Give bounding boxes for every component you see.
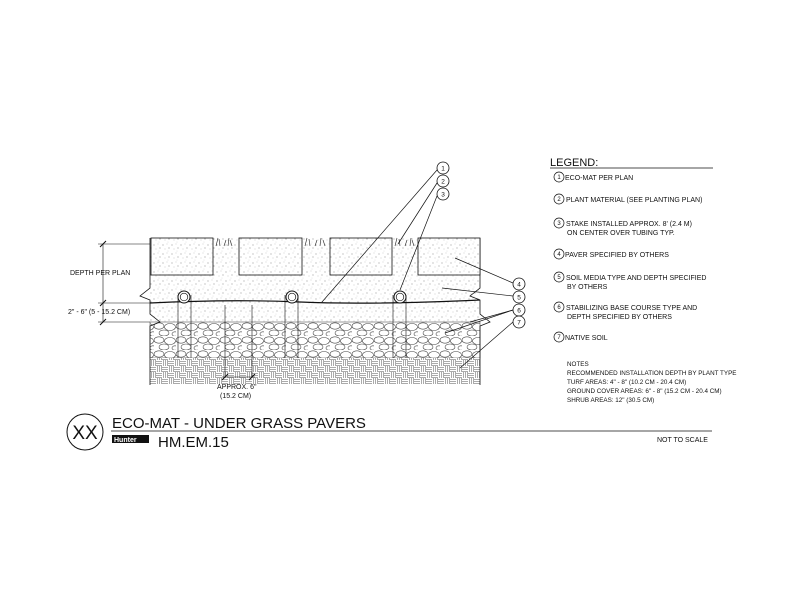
detail-title: ECO-MAT - UNDER GRASS PAVERS [112, 415, 366, 432]
notes: NOTES RECOMMENDED INSTALLATION DEPTH BY … [567, 361, 736, 404]
scale-note: NOT TO SCALE [657, 437, 708, 444]
legend-item-2: PLANT MATERIAL (SEE PLANTING PLAN) [566, 197, 702, 204]
svg-text:7: 7 [557, 335, 561, 341]
svg-text:6: 6 [557, 305, 561, 311]
grass-icon [215, 237, 415, 247]
legend-item-7: NATIVE SOIL [565, 335, 608, 342]
left-break-line [139, 238, 161, 385]
legend: LEGEND: 1 2 3 4 5 6 7 ECO-MAT PER PLAN PLAN… [550, 157, 713, 343]
svg-text:4: 4 [557, 252, 561, 258]
native-soil-layer [150, 358, 480, 384]
depth-label: DEPTH PER PLAN [70, 270, 130, 277]
svg-text:ON CENTER OVER TUBING TYP.: ON CENTER OVER TUBING TYP. [567, 230, 675, 237]
callout-1: 1 [441, 166, 445, 173]
callout-3: 3 [441, 192, 445, 199]
callout-7: 7 [517, 320, 521, 327]
callout-numbers: 1 2 3 4 5 6 7 [441, 166, 521, 327]
title-block: XX ECO-MAT - UNDER GRASS PAVERS Hunter H… [66, 413, 712, 451]
svg-text:5: 5 [557, 275, 561, 281]
callout-5: 5 [517, 295, 521, 302]
svg-text:SHRUB AREAS: 12" (30.5 CM): SHRUB AREAS: 12" (30.5 CM) [567, 397, 654, 404]
legend-item-4: PAVER SPECIFIED BY OTHERS [565, 252, 669, 259]
callout-6: 6 [517, 308, 521, 315]
dimension-lines [98, 240, 256, 381]
legend-title: LEGEND: [550, 157, 598, 169]
leader-lines [321, 169, 514, 369]
svg-text:2: 2 [557, 197, 561, 203]
callout-2: 2 [441, 179, 445, 186]
detail-id: XX [72, 423, 98, 444]
svg-text:1: 1 [557, 175, 561, 181]
spacing-label-metric: (15.2 CM) [220, 393, 251, 400]
svg-text:RECOMMENDED INSTALLATION DEPTH: RECOMMENDED INSTALLATION DEPTH BY PLANT … [567, 370, 736, 377]
tubing-and-stakes [177, 290, 407, 377]
svg-text:TURF AREAS: 4" - 8" (10.2 CM -: TURF AREAS: 4" - 8" (10.2 CM - 20.4 CM) [567, 379, 686, 386]
pavers [150, 237, 481, 276]
svg-text:NOTES: NOTES [567, 361, 589, 368]
svg-text:DEPTH SPECIFIED BY OTHERS: DEPTH SPECIFIED BY OTHERS [567, 314, 672, 321]
svg-text:3: 3 [557, 221, 561, 227]
legend-item-3: STAKE INSTALLED APPROX. 8' (2.4 M) [566, 221, 692, 228]
svg-text:GROUND COVER AREAS: 6" - 8" (1: GROUND COVER AREAS: 6" - 8" (15.2 CM - 2… [567, 388, 722, 395]
legend-item-6: STABILIZING BASE COURSE TYPE AND [566, 305, 697, 312]
right-break-line [469, 238, 491, 385]
base-course-layer [149, 321, 481, 359]
detail-code: HM.EM.15 [158, 434, 229, 451]
callout-4: 4 [517, 282, 521, 289]
eco-mat-line [149, 299, 481, 304]
legend-item-1: ECO-MAT PER PLAN [565, 175, 633, 182]
hunter-logo [112, 435, 149, 443]
callouts [436, 161, 526, 329]
legend-item-5: SOIL MEDIA TYPE AND DEPTH SPECIFIED [566, 275, 706, 282]
svg-text:Hunter: Hunter [114, 437, 137, 444]
mat-depth-label: 2" - 6" (5 - 15.2 CM) [68, 309, 130, 316]
spacing-label: APPROX. 6" [217, 384, 257, 391]
svg-text:BY OTHERS: BY OTHERS [567, 284, 608, 291]
